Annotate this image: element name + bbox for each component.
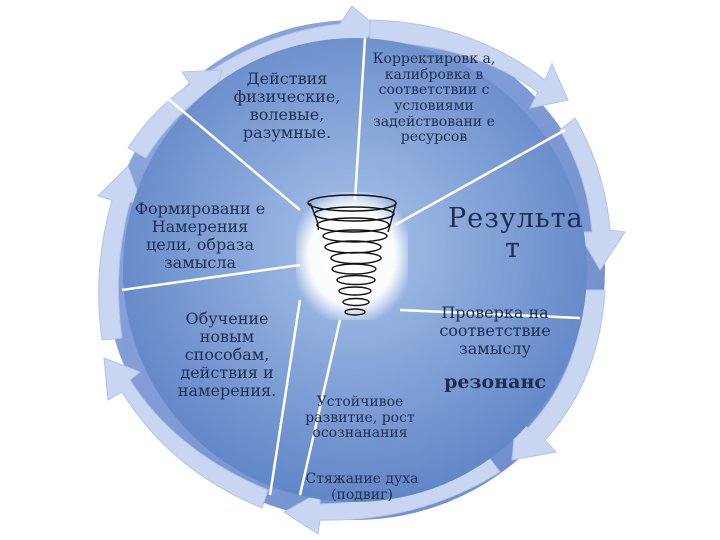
segment-label-actions: Действия физические, волевые, разумные. (233, 69, 341, 142)
segment-label-development: Устойчивое развитие, рост осознанания (305, 394, 415, 442)
segment-label-result: Результа т (448, 203, 584, 265)
spiral-tornado-icon (307, 194, 397, 316)
segment-label-intention: Формировани е Намерения цели, образа зам… (134, 199, 266, 272)
segment-label-resonance: резонанс (444, 371, 546, 393)
segment-label-correction: Корректировк а, калибровка в соответстви… (372, 51, 496, 146)
segment-label-spirit: Стяжание духа (подвиг) (305, 471, 419, 503)
segment-dividers (121, 37, 581, 496)
segment-label-check: Проверка на соответствие замыслу (439, 303, 551, 358)
cycle-arrows (97, 5, 626, 535)
segment-label-learning: Обучение новым способам, действия и наме… (177, 309, 277, 400)
